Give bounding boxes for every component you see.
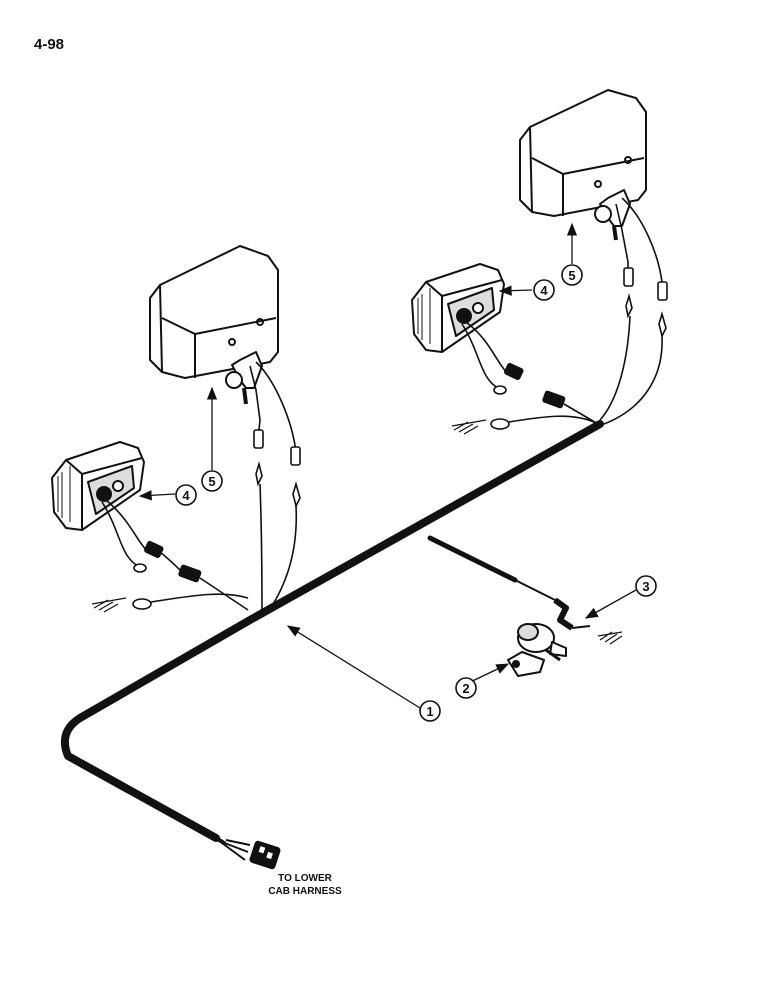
flood-lamp-left xyxy=(51,441,145,531)
cab-harness-connector xyxy=(221,839,281,870)
callout-1: 1 xyxy=(419,700,441,722)
harness-destination-label: TO LOWER CAB HARNESS xyxy=(230,872,380,898)
lamp-switch xyxy=(507,623,567,677)
main-harness xyxy=(61,420,604,845)
callout-5-left: 5 xyxy=(201,470,223,492)
callout-2: 2 xyxy=(455,677,477,699)
svg-text:5: 5 xyxy=(568,268,575,283)
flood-lamp-left-leads xyxy=(91,499,249,613)
svg-text:2: 2 xyxy=(462,681,469,696)
leader-1 xyxy=(286,625,421,709)
svg-text:1: 1 xyxy=(426,704,433,719)
switch-connector xyxy=(553,597,623,645)
svg-text:4: 4 xyxy=(182,488,190,503)
svg-text:5: 5 xyxy=(208,474,215,489)
callout-3: 3 xyxy=(635,575,657,597)
flood-lamp-right xyxy=(411,263,505,353)
page-number: 4-98 xyxy=(34,36,65,53)
leader-4-right xyxy=(498,285,533,296)
svg-text:3: 3 xyxy=(642,579,649,594)
callout-4-left: 4 xyxy=(175,484,197,506)
harness-label-line1: TO LOWER xyxy=(278,873,332,884)
flood-lamp-right-leads xyxy=(451,321,599,435)
svg-text:4: 4 xyxy=(540,283,548,298)
leader-4-left xyxy=(138,490,176,501)
work-lamp-left-leads xyxy=(249,361,301,613)
work-lamp-right xyxy=(519,89,647,241)
work-lamp-left xyxy=(149,245,279,405)
harness-label-line2: CAB HARNESS xyxy=(268,886,342,897)
callout-4-right: 4 xyxy=(533,279,555,301)
callout-5-right: 5 xyxy=(561,264,583,286)
callout-leaders xyxy=(138,222,637,709)
work-lamp-right-leads xyxy=(599,197,668,425)
leader-3 xyxy=(584,589,637,619)
